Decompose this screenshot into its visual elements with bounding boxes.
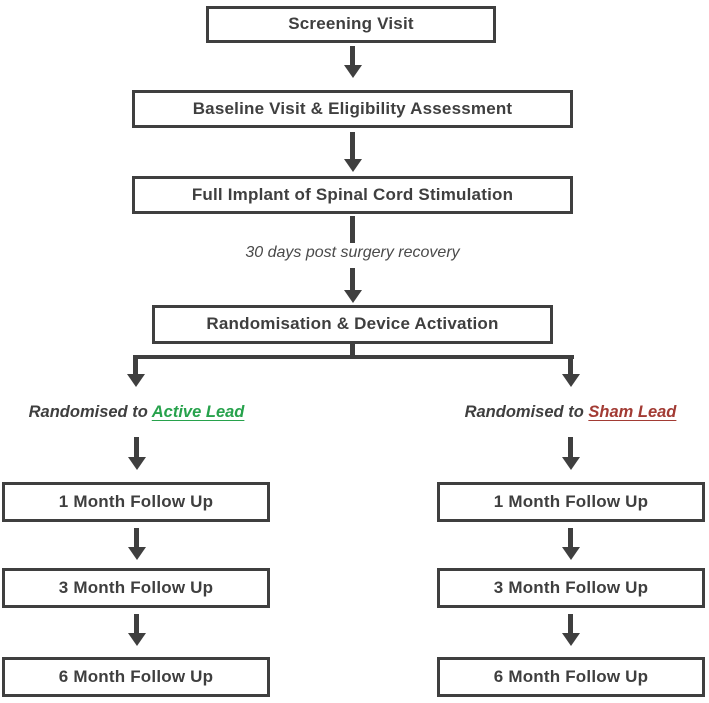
box-baseline-visit: Baseline Visit & Eligibility Assessment: [132, 90, 573, 128]
branch-split-stem: [350, 344, 355, 357]
arrow-down-connector: [134, 614, 139, 633]
arrow-down-connector-left: [133, 355, 138, 374]
arrow-down-connector: [350, 46, 355, 65]
arrow-down-connector: [568, 614, 573, 633]
arrow-down-connector: [134, 437, 139, 457]
box-active-3-month-followup: 3 Month Follow Up: [2, 568, 270, 608]
arrow-down-connector: [350, 132, 355, 159]
branch-label-prefix: Randomised to: [28, 403, 152, 421]
note-post-surgery-recovery: 30 days post surgery recovery: [245, 244, 460, 261]
branch-label-active-lead: Randomised to Active Lead: [0, 403, 273, 422]
line-connector: [350, 216, 355, 243]
box-active-6-month-followup: 6 Month Follow Up: [2, 657, 270, 697]
box-screening-visit: Screening Visit: [206, 6, 496, 43]
arrow-down-connector: [568, 528, 573, 547]
branch-label-highlight-sham: Sham Lead: [588, 403, 677, 421]
box-active-1-month-followup: 1 Month Follow Up: [2, 482, 270, 522]
arrow-down-connector: [568, 437, 573, 457]
box-sham-3-month-followup: 3 Month Follow Up: [437, 568, 705, 608]
box-full-implant: Full Implant of Spinal Cord Stimulation: [132, 176, 573, 214]
arrow-down-connector: [134, 528, 139, 547]
branch-split-bar: [134, 355, 574, 359]
branch-label-highlight-active: Active Lead: [151, 403, 245, 421]
box-sham-6-month-followup: 6 Month Follow Up: [437, 657, 705, 697]
branch-label-prefix: Randomised to: [464, 403, 589, 421]
branch-label-sham-lead: Randomised to Sham Lead: [434, 403, 707, 422]
arrow-down-connector: [350, 268, 355, 290]
arrow-down-connector-right: [568, 355, 573, 374]
box-randomisation: Randomisation & Device Activation: [152, 305, 553, 344]
box-sham-1-month-followup: 1 Month Follow Up: [437, 482, 705, 522]
